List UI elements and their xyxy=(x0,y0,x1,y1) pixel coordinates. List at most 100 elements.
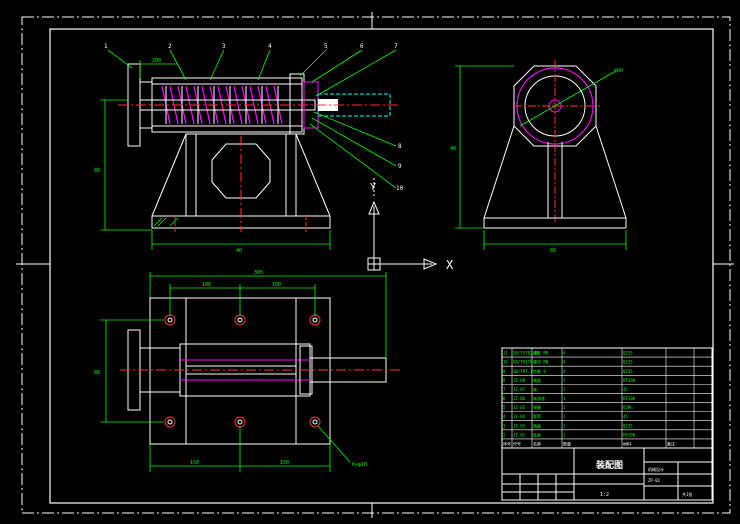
balloon-2: 2 xyxy=(168,43,172,50)
parts-header-cell: 名称 xyxy=(533,441,541,447)
plan-view[interactable]: 300 100 100 80 150 150 6×φ10 xyxy=(94,270,400,472)
parts-list-cell: GB/T97.1 xyxy=(513,369,533,374)
dim-plan-height: 80 xyxy=(94,370,100,376)
dim-front-height: 80 xyxy=(94,168,100,174)
parts-list-cell: 8 xyxy=(503,378,506,383)
parts-list-cell: 1 xyxy=(563,378,566,383)
dim-plan-mid: 100 xyxy=(272,282,281,288)
parts-list-cell: JZ-07 xyxy=(513,387,526,392)
dim-side-height: 40 xyxy=(450,146,456,152)
parts-header-cell: 代号 xyxy=(513,441,521,447)
parts-list-cell: 底座 xyxy=(533,431,541,437)
balloon-4: 4 xyxy=(268,43,272,50)
ucs-x-label: X xyxy=(446,258,454,272)
parts-header-cell: 材料 xyxy=(623,441,631,447)
frame-center-marks xyxy=(16,12,734,518)
front-view[interactable]: 200 80 40 xyxy=(94,58,400,254)
ucs-y-label: Y xyxy=(370,182,376,193)
parts-header-cell: 序号 xyxy=(503,441,511,447)
parts-list-cell: JZ-08 xyxy=(513,378,526,383)
parts-list-cell: 1 xyxy=(563,387,566,392)
bore-polygon xyxy=(211,143,271,199)
parts-list-cell: JZ-04 xyxy=(513,414,526,419)
parts-list-cell: 5 xyxy=(503,405,506,410)
title-block-title: 装配图 xyxy=(595,459,623,471)
parts-list-cell: 2 xyxy=(503,432,506,437)
parts-list-cell: 65Mn xyxy=(623,405,633,410)
parts-list-cell: 4 xyxy=(503,414,506,419)
sheet-outer-border xyxy=(21,16,731,514)
parts-header-cell: 备注 xyxy=(667,441,675,447)
front-dimensions xyxy=(100,60,331,250)
parts-list-cell: 弹簧 xyxy=(533,404,541,410)
parts-list-cell: 套筒 xyxy=(533,413,541,419)
dim-side-width: 80 xyxy=(550,248,556,254)
balloon-6: 6 xyxy=(360,43,364,50)
balloon-1: 1 xyxy=(104,43,108,50)
parts-list-cell: 4 xyxy=(563,351,566,356)
balloon-3: 3 xyxy=(222,43,226,50)
balloon-10: 10 xyxy=(396,185,404,192)
parts-list-cell: 4 xyxy=(563,369,566,374)
parts-list-cell: HT200 xyxy=(623,378,636,383)
parts-list-cell: 4 xyxy=(563,360,566,365)
dim-plan-bottom-right: 150 xyxy=(280,460,289,466)
parts-header-cell: 数量 xyxy=(563,441,571,447)
parts-list-cell: 螺栓 M8 xyxy=(533,350,549,356)
parts-list-cell: 轴承座 xyxy=(533,395,545,401)
drawing-frame xyxy=(49,28,714,504)
parts-list-cell: Q235 xyxy=(623,351,633,356)
parts-list-cell: 轴 xyxy=(533,386,537,392)
parts-list-cell: 1 xyxy=(563,414,566,419)
parts-list-cell: JZ-06 xyxy=(513,396,526,401)
parts-list-cell: 7 xyxy=(503,387,506,392)
parts-list-cell: Q235 xyxy=(623,369,633,374)
side-callout: φ60 xyxy=(614,68,623,74)
parts-list-cell: JZ-05 xyxy=(513,405,526,410)
parts-list-cell: GB/T5782-86 xyxy=(513,351,540,356)
parts-list-cell: 45 xyxy=(623,414,628,419)
balloon-8: 8 xyxy=(398,143,402,150)
parts-list-cell: 垫圈 8 xyxy=(533,368,546,374)
part-balloons-top xyxy=(107,49,397,97)
parts-list-cell: 1 xyxy=(563,396,566,401)
ucs-icon xyxy=(367,200,438,271)
parts-list-cell: Q235 xyxy=(623,423,633,428)
parts-list-cell: HT200 xyxy=(623,396,636,401)
parts-list-cell: 1 xyxy=(563,432,566,437)
parts-list-cell: 1 xyxy=(563,405,566,410)
parts-list-cell: 11 xyxy=(503,351,508,356)
parts-list-cell: 端盖 xyxy=(533,377,541,383)
parts-list-cell: GB/T6170 xyxy=(513,360,533,365)
title-block[interactable] xyxy=(501,447,713,501)
parts-list-cell: 45 xyxy=(623,387,628,392)
balloon-9: 9 xyxy=(398,163,402,170)
title-block-company: 机械设计 xyxy=(648,466,664,472)
dim-front-top: 200 xyxy=(152,58,161,64)
plan-hole-callout: 6×φ10 xyxy=(352,462,367,468)
dim-plan-bottom-left: 150 xyxy=(190,460,199,466)
parts-list-cell: 螺母 M8 xyxy=(533,359,549,365)
parts-list-cell: Q235 xyxy=(623,360,633,365)
dim-plan-left: 100 xyxy=(202,282,211,288)
balloon-7: 7 xyxy=(394,43,398,50)
parts-list-cell: HT200 xyxy=(623,432,636,437)
balloon-5: 5 xyxy=(324,43,328,50)
parts-list-cell: 1 xyxy=(563,423,566,428)
title-block-drawing-no: ZP-01 xyxy=(648,478,661,483)
part-balloons-right xyxy=(309,111,397,189)
parts-list-cell: JZ-02 xyxy=(513,432,526,437)
parts-list-cell: 3 xyxy=(503,423,506,428)
title-block-scale: 1:2 xyxy=(600,492,609,498)
parts-list-cell: 9 xyxy=(503,369,506,374)
parts-list-cell: 端盖 xyxy=(533,422,541,428)
side-octagon xyxy=(513,65,597,147)
title-block-sheet: 共1张 xyxy=(682,491,692,497)
dim-front-width: 40 xyxy=(236,248,242,254)
parts-list-cell: JZ-03 xyxy=(513,423,526,428)
dim-plan-total: 300 xyxy=(254,270,263,276)
side-view[interactable]: φ60 40 80 xyxy=(450,60,627,254)
parts-list-cell: 6 xyxy=(503,396,506,401)
parts-list-cell: 10 xyxy=(503,360,508,365)
